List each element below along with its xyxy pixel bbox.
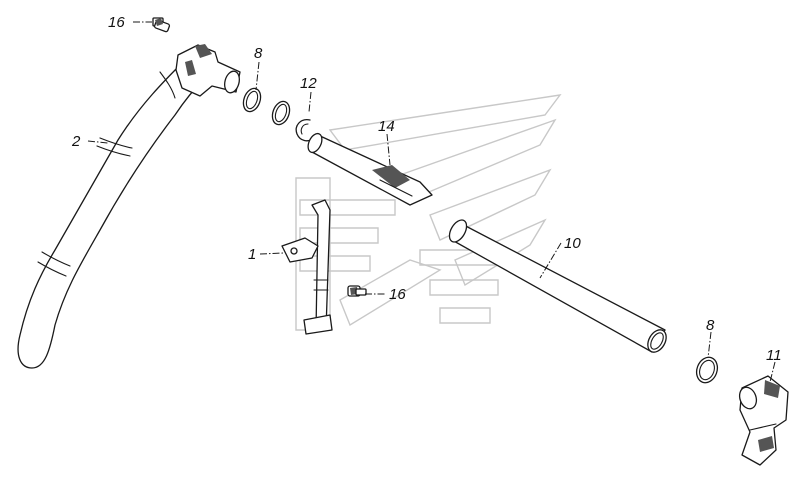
callout-8-upper: 8 <box>254 45 263 62</box>
callout-14: 14 <box>378 118 395 135</box>
leader-lines <box>87 21 776 383</box>
o-ring-8-lower <box>695 356 719 384</box>
o-ring-8-upper <box>242 87 262 113</box>
bolt-16-top <box>152 17 171 33</box>
callout-12: 12 <box>300 75 317 92</box>
callout-labels: 16 8 12 2 14 1 10 16 8 11 <box>71 14 782 364</box>
callout-8-lower: 8 <box>706 317 715 334</box>
callout-2: 2 <box>71 133 81 150</box>
snap-ring-12 <box>295 119 315 142</box>
curved-hose-2 <box>17 44 241 369</box>
callout-16-middle: 16 <box>389 286 406 303</box>
callout-10: 10 <box>564 235 581 252</box>
pipe-10 <box>448 219 667 353</box>
callout-11: 11 <box>766 347 782 364</box>
tube-14 <box>307 132 433 206</box>
dipstick-bracket-1 <box>281 199 333 335</box>
bolt-16-middle <box>347 285 367 297</box>
callout-1: 1 <box>248 246 256 263</box>
watermark-logo <box>295 94 562 331</box>
elbow-fitting-11 <box>738 375 789 466</box>
callout-16-top: 16 <box>108 14 125 31</box>
o-ring-8-upper-second <box>271 100 291 126</box>
